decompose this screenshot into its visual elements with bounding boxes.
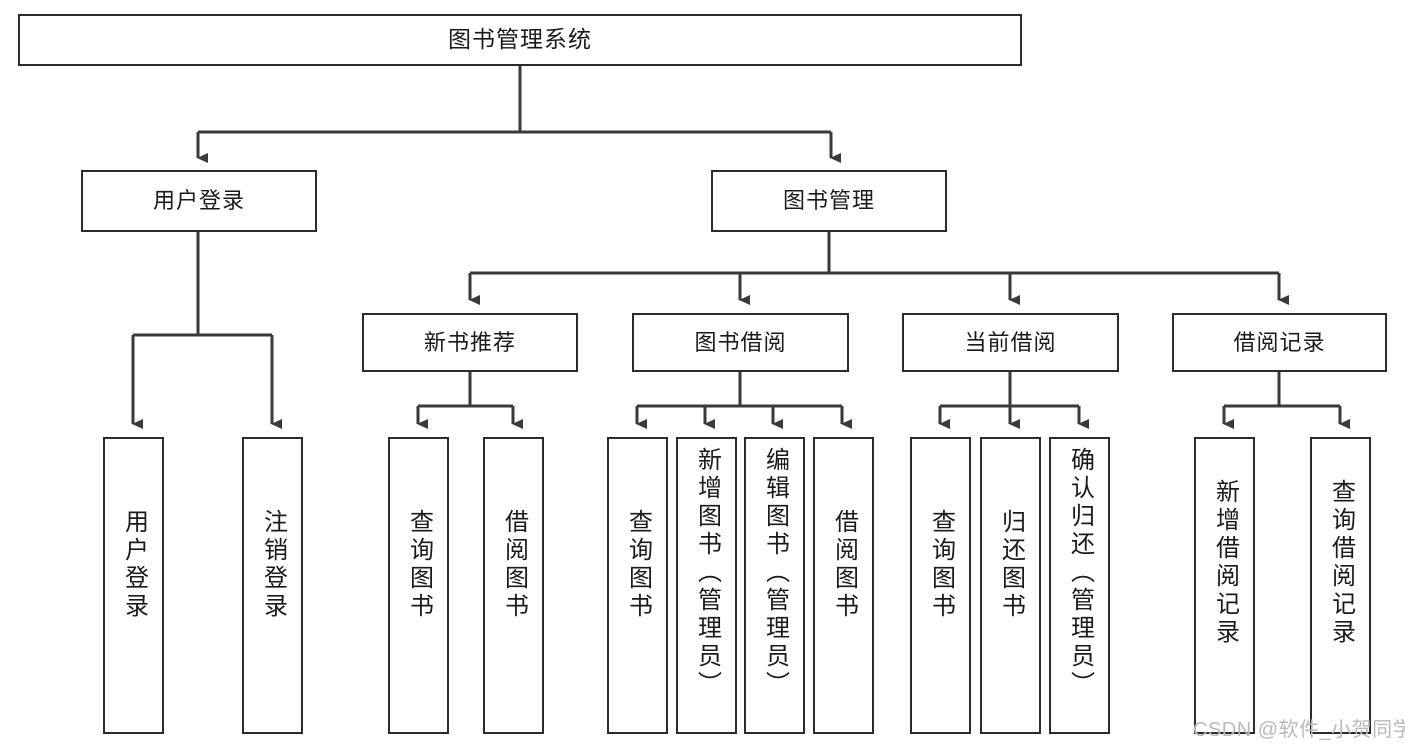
leaf-logout-login[interactable]: 注销登录 bbox=[242, 437, 303, 734]
node-label: 新增借阅记录 bbox=[1211, 479, 1239, 647]
node-label: 图书管理 bbox=[782, 188, 875, 214]
node-book-management[interactable]: 图书管理 bbox=[711, 170, 947, 232]
csdn-watermark: CSDN @软件_小贺同学 bbox=[1193, 719, 1405, 741]
node-label: 确认归还（管理员） bbox=[1066, 447, 1094, 699]
leaf-confirm-return-admin[interactable]: 确认归还（管理员） bbox=[1049, 437, 1110, 734]
node-user-login[interactable]: 用户登录 bbox=[81, 170, 317, 232]
node-label: 新书推荐 bbox=[423, 329, 516, 355]
node-new-book-recommend[interactable]: 新书推荐 bbox=[362, 313, 578, 372]
leaf-borrow-book-recommend[interactable]: 借阅图书 bbox=[483, 437, 544, 734]
node-label: 查询图书 bbox=[927, 509, 955, 621]
node-label: 用户登录 bbox=[152, 188, 245, 214]
node-label: 归还图书 bbox=[997, 509, 1025, 621]
node-label: 借阅图书 bbox=[830, 509, 858, 621]
node-root-book-management-system[interactable]: 图书管理系统 bbox=[18, 14, 1022, 66]
node-book-borrow[interactable]: 图书借阅 bbox=[632, 313, 849, 372]
node-current-borrow[interactable]: 当前借阅 bbox=[902, 313, 1119, 372]
node-label: 当前借阅 bbox=[964, 329, 1057, 355]
node-label: 借阅图书 bbox=[500, 509, 528, 621]
node-label: 查询图书 bbox=[405, 509, 433, 621]
node-label: 新增图书（管理员） bbox=[693, 447, 721, 699]
node-label: 查询图书 bbox=[624, 509, 652, 621]
leaf-query-book-borrow[interactable]: 查询图书 bbox=[607, 437, 668, 734]
leaf-add-book-admin[interactable]: 新增图书（管理员） bbox=[676, 437, 737, 734]
leaf-edit-book-admin[interactable]: 编辑图书（管理员） bbox=[744, 437, 805, 734]
node-label: 编辑图书（管理员） bbox=[761, 447, 789, 699]
leaf-user-login[interactable]: 用户登录 bbox=[103, 437, 164, 734]
node-label: 注销登录 bbox=[259, 509, 287, 621]
leaf-return-book[interactable]: 归还图书 bbox=[980, 437, 1041, 734]
node-label: 用户登录 bbox=[120, 509, 148, 621]
leaf-query-borrow-record[interactable]: 查询借阅记录 bbox=[1310, 437, 1371, 734]
leaf-add-borrow-record[interactable]: 新增借阅记录 bbox=[1194, 437, 1255, 734]
node-label: 借阅记录 bbox=[1233, 329, 1326, 355]
node-label: 查询借阅记录 bbox=[1327, 479, 1355, 647]
node-label: 图书管理系统 bbox=[448, 26, 592, 53]
node-borrow-record[interactable]: 借阅记录 bbox=[1172, 313, 1387, 372]
node-label: 图书借阅 bbox=[694, 329, 787, 355]
leaf-query-book-current[interactable]: 查询图书 bbox=[910, 437, 971, 734]
leaf-query-book-recommend[interactable]: 查询图书 bbox=[388, 437, 449, 734]
leaf-borrow-book-borrow[interactable]: 借阅图书 bbox=[813, 437, 874, 734]
